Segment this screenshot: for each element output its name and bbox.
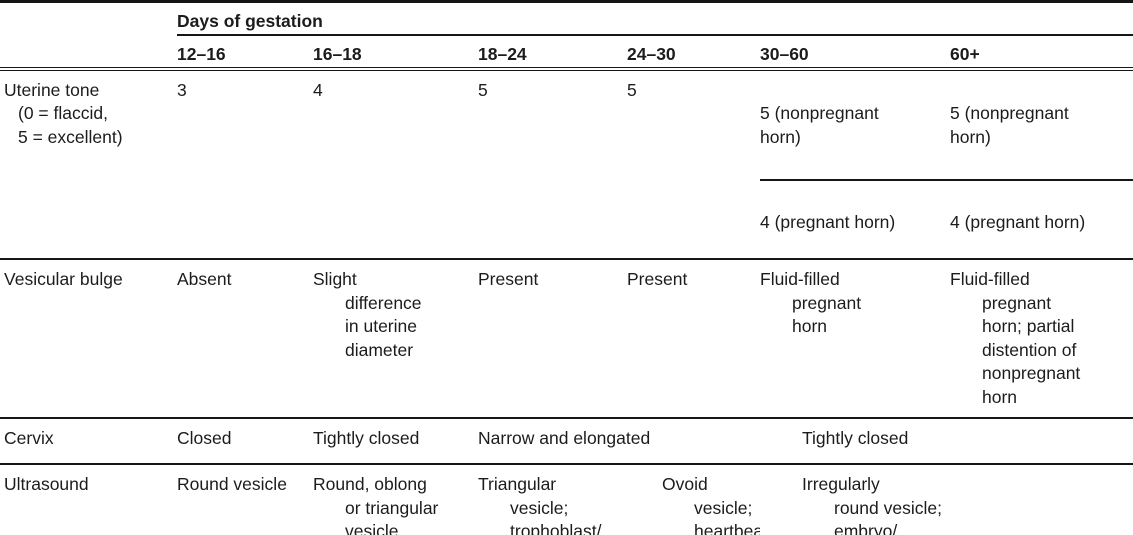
row-label-header-empty: [0, 36, 177, 71]
cell-uterine-24-30: 5: [627, 71, 760, 260]
nonpregnant-horn-values: 5 (nonpregnant horn) 5 (nonpregnant horn…: [760, 102, 1133, 149]
cell-cervix-12-16: Closed: [177, 419, 313, 465]
cell-uterine-30-60-and-60plus: 5 (nonpregnant horn) 5 (nonpregnant horn…: [760, 71, 1133, 260]
cell-cervix-16-18: Tightly closed: [313, 419, 478, 465]
cell-ultrasound-24-30: Ovoid vesicle; heartbeat visible: [662, 474, 760, 535]
cell-cervix-30-60plus: Tightly closed: [760, 419, 1133, 465]
row-label-cervix: Cervix: [0, 419, 177, 465]
cell-uterine-18-24: 5: [478, 71, 627, 260]
col-header-30-60: 30–60: [760, 36, 950, 71]
cell-uterine-12-16: 3: [177, 71, 313, 260]
group-header-row: Days of gestation: [0, 3, 1133, 36]
row-label-uterine-tone: Uterine tone (0 = flaccid, 5 = excellent…: [0, 71, 177, 260]
col-header-12-16: 12–16: [177, 36, 313, 71]
cell-cervix-18-30: Narrow and elongated: [478, 419, 760, 465]
cell-vesicular-16-18: Slight difference in uterine diameter: [313, 260, 478, 419]
cell-uterine-60plus-pregnant: 4 (pregnant horn): [950, 212, 1086, 232]
pregnant-horn-divider-rule: [760, 178, 1133, 181]
cell-vesicular-60plus: Fluid-filled pregnant horn; partial dist…: [950, 260, 1133, 419]
corner-empty-cell: [0, 3, 177, 36]
cell-ultrasound-30-60plus: Irregularly round vesicle; embryo/ fetus…: [802, 474, 942, 535]
cell-vesicular-12-16: Absent: [177, 260, 313, 419]
pregnant-horn-values: 4 (pregnant horn) 4 (pregnant horn): [760, 211, 1133, 235]
cell-uterine-30-60-nonpregnant: 5 (nonpregnant horn): [760, 103, 879, 147]
column-header-row: 12–16 16–18 18–24 24–30 30–60 60+: [0, 36, 1133, 71]
table-row-cervix: Cervix Closed Tightly closed Narrow and …: [0, 419, 1133, 465]
row-label-ultrasound: Ultrasound: [4, 474, 89, 494]
table-row-uterine-tone: Uterine tone (0 = flaccid, 5 = excellent…: [0, 71, 1133, 260]
cell-ultrasound-12-16: Round vesicle: [177, 474, 287, 494]
cell-vesicular-30-60: Fluid-filled pregnant horn: [760, 260, 950, 419]
table-row-vesicular-bulge: Vesicular bulge Absent Slight difference…: [0, 260, 1133, 419]
cell-uterine-16-18: 4: [313, 71, 478, 260]
cell-uterine-60plus-nonpregnant: 5 (nonpregnant horn): [950, 103, 1069, 147]
table-row-ultrasound: Ultrasound Round vesicle Round, oblong o…: [0, 465, 1133, 535]
col-header-18-24: 18–24: [478, 36, 627, 71]
col-header-60plus: 60+: [950, 36, 1133, 71]
cell-vesicular-24-30: Present: [627, 260, 760, 419]
col-header-16-18: 16–18: [313, 36, 478, 71]
row-label-vesicular-bulge: Vesicular bulge: [0, 260, 177, 419]
group-header: Days of gestation: [177, 3, 1133, 36]
cell-vesicular-18-24: Present: [478, 260, 627, 419]
cell-ultrasound-16-18: Round, oblong or triangular vesicle: [313, 474, 439, 535]
col-header-24-30: 24–30: [627, 36, 760, 71]
cell-uterine-30-60-pregnant: 4 (pregnant horn): [760, 212, 896, 232]
cell-ultrasound-18-24: Triangular vesicle; trophoblast/ embryo …: [478, 474, 602, 535]
